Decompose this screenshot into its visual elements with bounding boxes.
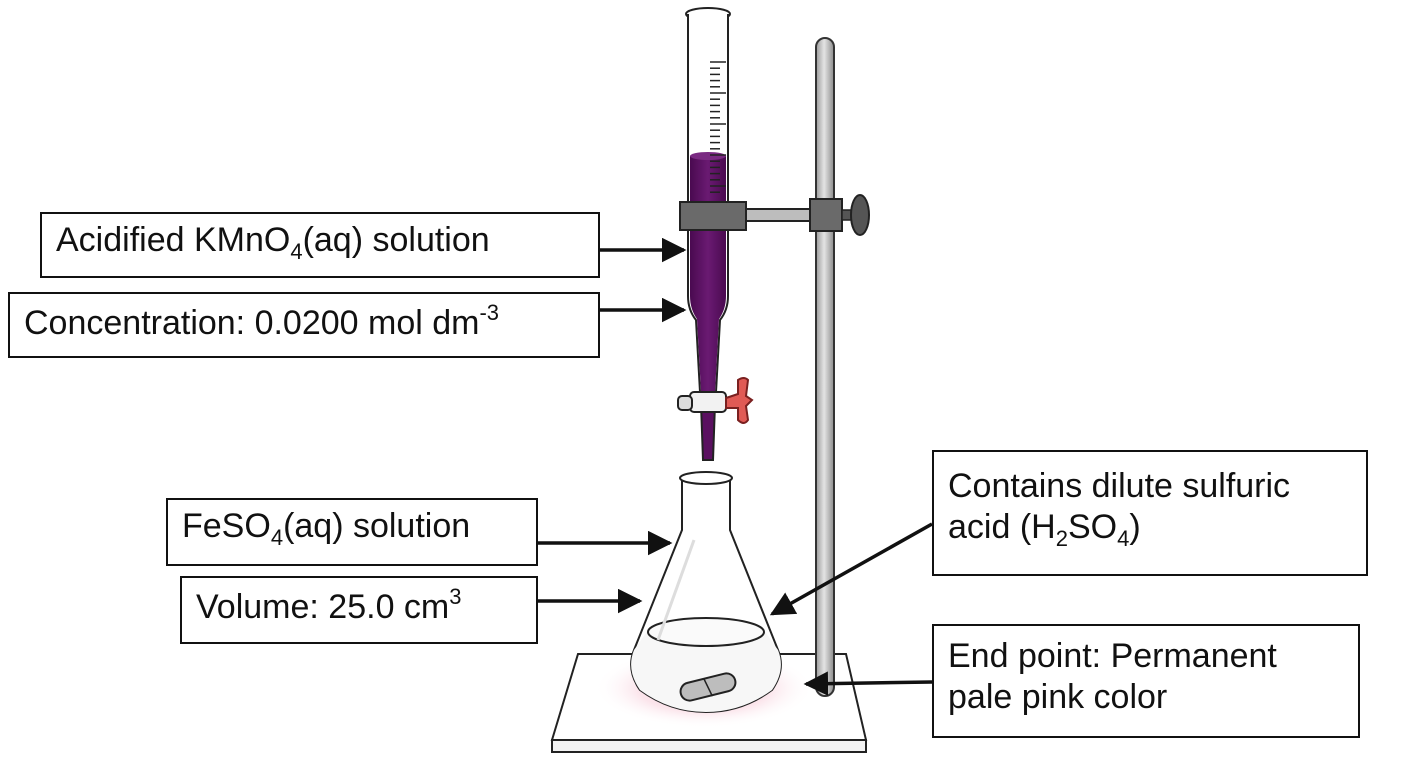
label-titrant-text-end: (aq) solution [302,221,490,259]
label-volume-text: Volume: 25.0 cm [196,588,450,626]
label-acid-line2-a: acid (H [948,508,1056,547]
label-titrant-sub: 4 [290,239,303,264]
arrow-acid [769,522,933,616]
label-titrant-text: Acidified KMnO [56,221,291,259]
label-acid-line2: acid (H2SO4) [948,507,1352,553]
label-concentration-sup: -3 [479,300,500,325]
stopcock-handle[interactable] [725,377,754,424]
label-endpoint-line2: pale pink color [948,678,1168,717]
arrow-endpoint [803,671,933,696]
label-acid-line2-b: SO [1067,508,1118,547]
graduation-marks [710,61,726,193]
conical-flask [630,471,782,714]
label-acid: Contains dilute sulfuric acid (H2SO4) [932,450,1368,576]
label-analyte-text-end: (aq) solution [283,507,471,545]
label-endpoint: End point: Permanent pale pink color [932,624,1360,738]
label-acid-sub1: 2 [1055,526,1068,552]
label-volume-sup: 3 [449,584,462,609]
clamp-knob[interactable] [850,194,870,236]
arrows [538,237,933,696]
label-analyte: FeSO4(aq) solution [166,498,538,566]
label-endpoint-line1: End point: Permanent [948,637,1277,675]
label-analyte-sub: 4 [270,525,284,550]
stopcock [677,377,754,424]
label-volume: Volume: 25.0 cm3 [180,576,538,644]
label-analyte-text: FeSO [182,507,271,545]
label-acid-line1: Contains dilute sulfuric [948,467,1291,505]
label-acid-line2-c: ) [1129,508,1141,547]
label-concentration-text: Concentration: 0.0200 mol dm [24,304,480,342]
label-titrant: Acidified KMnO4(aq) solution [40,212,600,278]
label-acid-sub2: 4 [1117,526,1130,552]
retort-rod [815,37,835,697]
label-concentration: Concentration: 0.0200 mol dm-3 [8,292,600,358]
burette-clamp [679,194,870,236]
